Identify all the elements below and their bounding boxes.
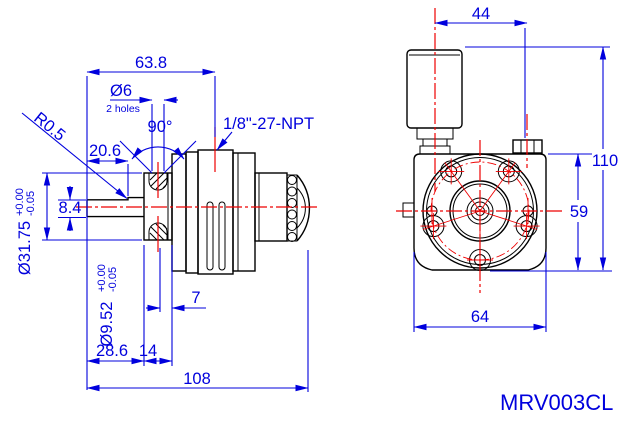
dim-pilot-dia-value: Ø31.75 [16,221,34,275]
dim-hole-angle: 90° [148,118,173,136]
part-number-label: MRV003CL [500,390,613,415]
dim-pilot-tol-plus: +0.00 [14,188,26,216]
dimension-labels: 63.8 Ø6 2 holes 90° 20.6 1/8"-27-NPT 8.4… [14,5,618,388]
dim-shaft-tol-minus: -0.05 [107,267,119,292]
centerlines [76,8,564,293]
dim-shaft-flat-length: 20.6 [89,142,121,160]
dim-shaft-flat: 8.4 [59,199,82,217]
dim-hole-dia: Ø6 [110,82,132,100]
dimensions [21,19,612,392]
dim-overall-height: 110 [592,152,618,170]
dim-hole-offset: 7 [191,289,200,307]
dim-shaft-diameter: Ø9.52 +0.00 -0.05 [96,264,119,346]
dim-muffler-offset: 44 [472,5,490,23]
dim-overall-length: 108 [183,370,211,388]
dim-pilot-diameter: Ø31.75 +0.00 -0.05 [14,188,37,275]
side-view-outline [86,149,311,275]
dim-shaft-dia-value: Ø9.52 [98,302,116,347]
dim-port-thread: 1/8"-27-NPT [223,115,314,133]
dim-shaft-tol-plus: +0.00 [96,264,108,292]
dim-fillet-radius: R0.5 [30,109,68,145]
dim-length-to-port: 63.8 [135,54,167,72]
dim-pilot-tol-minus: -0.05 [25,191,37,216]
dim-body-height: 59 [570,203,588,221]
dim-body-width: 64 [471,308,489,326]
dim-flange-thickness: 14 [139,342,157,360]
dim-hole-note: 2 holes [106,103,140,115]
dim-shaft-end-to-flange: 28.6 [96,342,128,360]
